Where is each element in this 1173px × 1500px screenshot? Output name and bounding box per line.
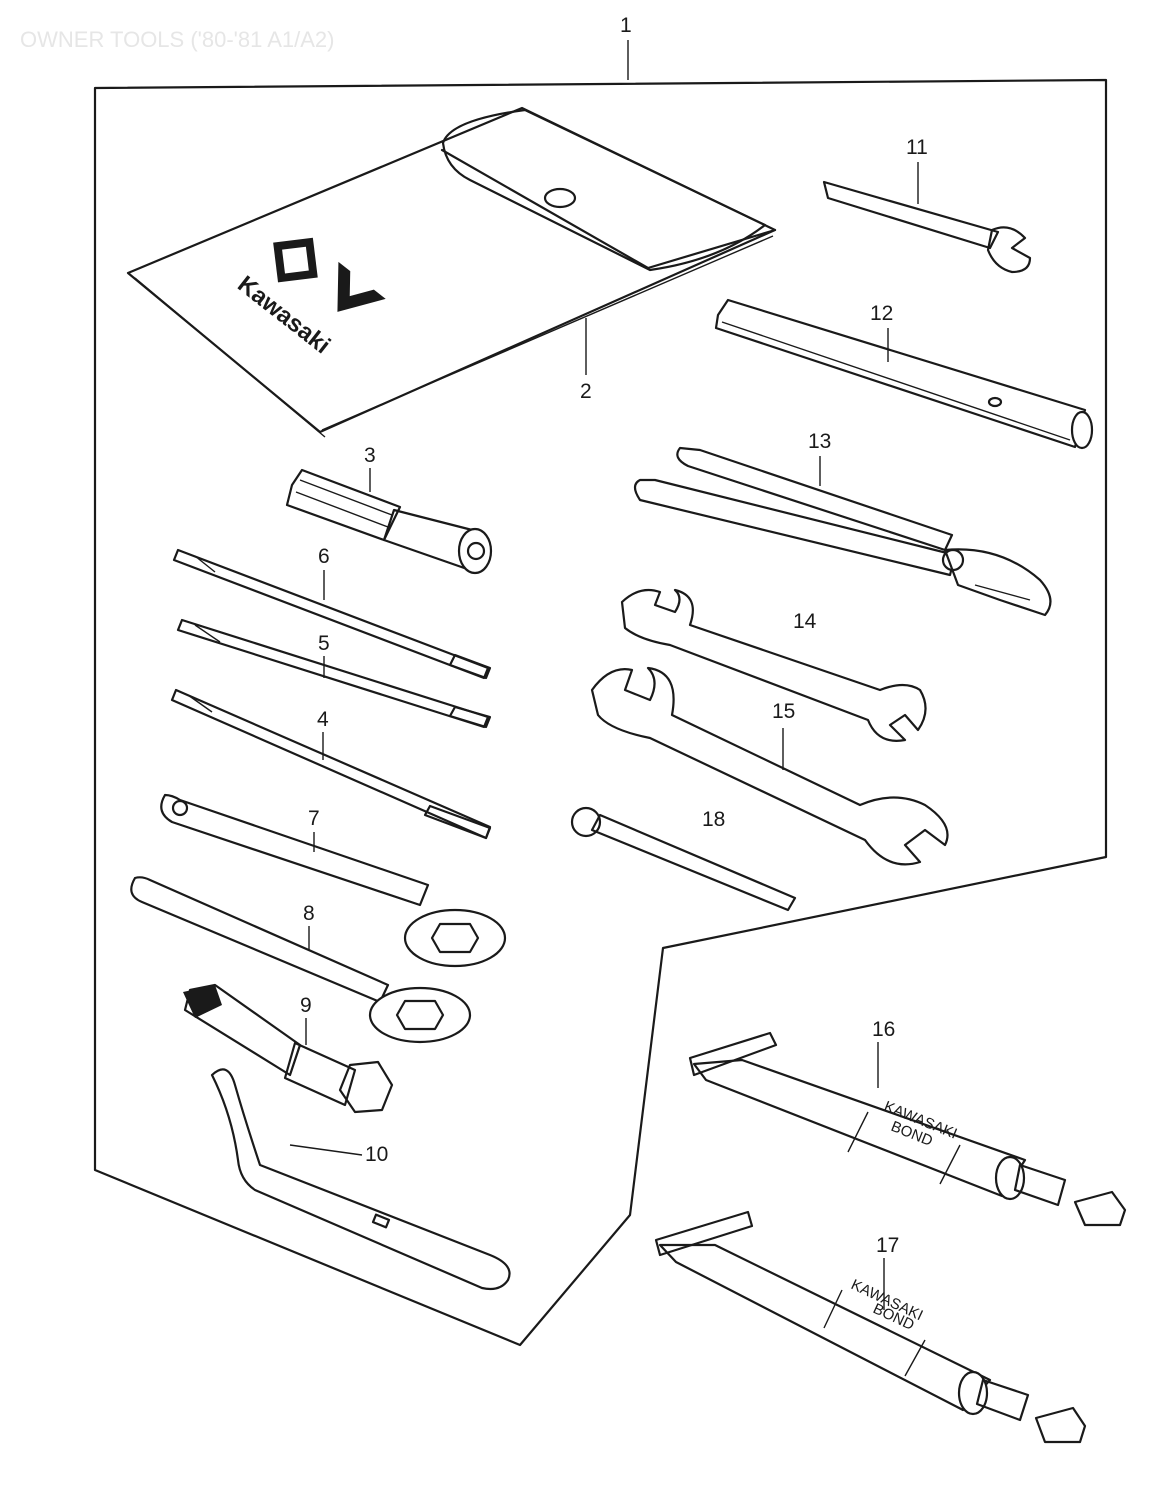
box-wrench-7 — [160, 793, 507, 968]
callout-10: 10 — [365, 1143, 388, 1166]
hook-spanner-10 — [210, 1068, 511, 1291]
callout-1: 1 — [620, 14, 632, 37]
callout-13: 13 — [808, 430, 831, 453]
callout-3: 3 — [364, 444, 376, 467]
callout-12: 12 — [870, 302, 893, 325]
double-wrench-15 — [590, 666, 949, 866]
double-wrench-14 — [620, 588, 927, 742]
callout-2: 2 — [580, 380, 592, 403]
bond-tube-17: KAWASAKI BOND — [654, 1210, 1087, 1444]
tool-pouch: Kawasaki — [126, 106, 777, 438]
pliers-13 — [633, 446, 1052, 617]
handle-bar-18 — [570, 806, 797, 912]
callout-16: 16 — [872, 1018, 895, 1041]
callout-5: 5 — [318, 632, 330, 655]
callout-15: 15 — [772, 700, 795, 723]
callout-9: 9 — [300, 994, 312, 1017]
faint-header-title: OWNER TOOLS ('80-'81 A1/A2) — [20, 27, 334, 52]
callout-4: 4 — [317, 708, 329, 731]
callout-11: 11 — [906, 136, 928, 159]
screwdriver-4 — [170, 688, 492, 840]
spark-plug-socket — [285, 468, 493, 575]
callout-6: 6 — [318, 545, 330, 568]
callout-18: 18 — [702, 808, 725, 831]
kit-outline — [93, 78, 1108, 1347]
bond-tube-16: KAWASAKI BOND — [688, 1031, 1127, 1227]
callout-8: 8 — [303, 902, 315, 925]
callout-17: 17 — [876, 1234, 899, 1257]
snap-button-icon — [543, 187, 577, 209]
screwdriver-5 — [176, 618, 492, 729]
pouch-brand-text: Kawasaki — [232, 271, 335, 360]
box-wrench-8 — [130, 876, 472, 1044]
socket-wrench-9 — [183, 983, 394, 1114]
flat-bar-wrench-12 — [714, 298, 1094, 450]
screwdriver-shaft-6 — [172, 548, 492, 680]
callout-7: 7 — [308, 807, 320, 830]
leader-line-10 — [289, 1144, 363, 1156]
callout-14: 14 — [793, 610, 817, 633]
open-end-wrench-11 — [822, 180, 1032, 274]
kawasaki-logo: Kawasaki — [232, 237, 386, 360]
